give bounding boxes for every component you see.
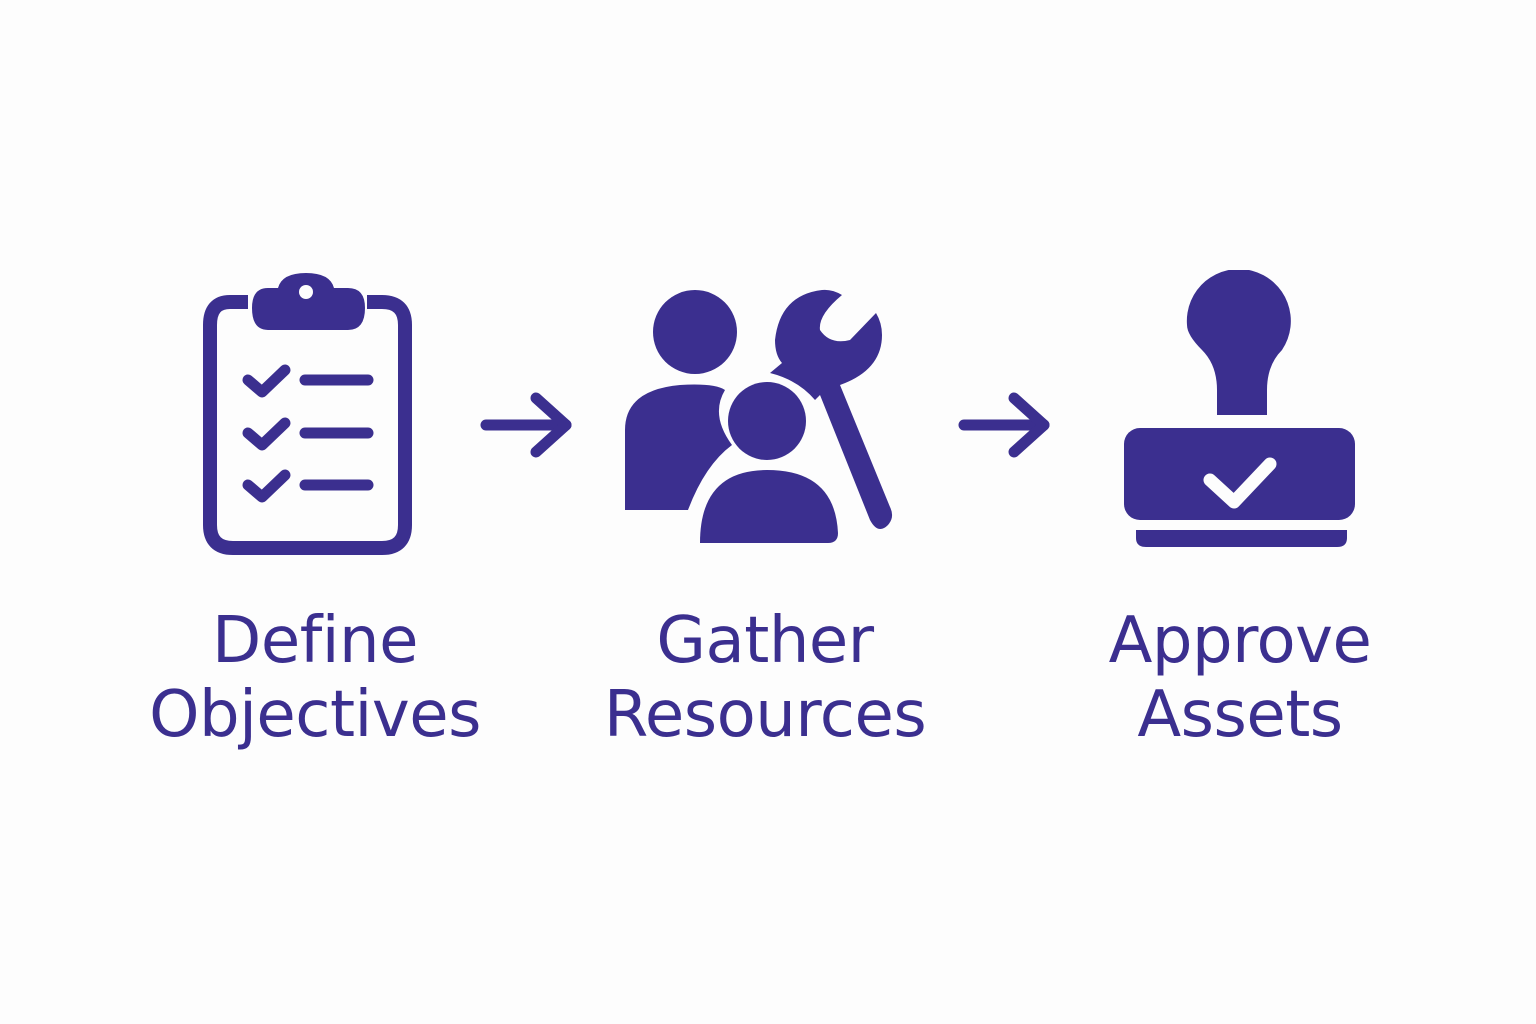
people-wrench-icon — [625, 289, 893, 543]
clipboard-checklist-icon — [203, 273, 412, 555]
step-3-label: Approve Assets — [1035, 604, 1445, 752]
step-1 — [200, 270, 415, 555]
step-2-title-line1: Gather — [656, 604, 874, 678]
step-1-title-line2: Objectives — [149, 678, 481, 752]
approval-stamp-icon — [1124, 270, 1355, 547]
step-3-title-line1: Approve — [1108, 604, 1372, 678]
step-1-label: Define Objectives — [110, 604, 520, 752]
step-2 — [620, 285, 895, 550]
step-1-title-line1: Define — [212, 604, 418, 678]
step-3-title-line2: Assets — [1137, 678, 1343, 752]
step-3 — [1122, 270, 1357, 550]
arrow-right-icon — [956, 390, 1056, 460]
step-2-title-line2: Resources — [603, 678, 927, 752]
step-2-label: Gather Resources — [560, 604, 970, 752]
arrow-right-icon — [478, 390, 578, 460]
